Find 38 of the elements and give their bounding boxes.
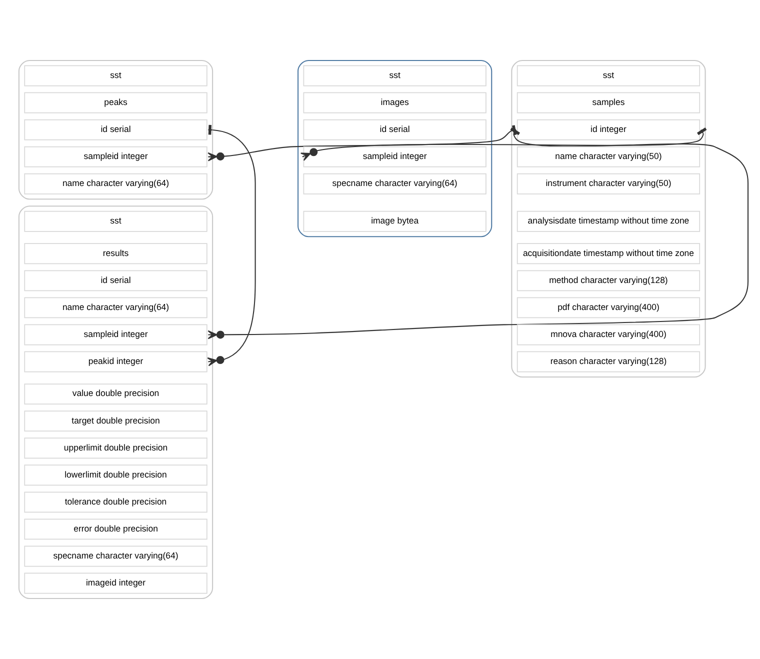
node-box: results: [24, 243, 208, 264]
node-box: peakid integer: [24, 351, 208, 372]
node-box: id integer: [516, 119, 700, 140]
node-box: method character varying(128): [516, 270, 700, 292]
cluster: [298, 60, 492, 238]
node-box: imageid integer: [24, 572, 208, 594]
node-box: peaks: [24, 92, 208, 114]
node-box: name character varying(50): [516, 146, 700, 168]
node-box: value double precision: [24, 384, 208, 404]
node-box: id serial: [24, 119, 208, 140]
node-box: reason character varying(128): [516, 351, 700, 372]
node-box: sampleid integer: [24, 324, 208, 346]
node-box: tolerance double precision: [24, 492, 208, 513]
node-box: analysisdate timestamp without time zone: [516, 210, 700, 232]
node-box: id serial: [303, 119, 486, 140]
node-box: sst: [24, 210, 208, 232]
node-box: error double precision: [24, 518, 208, 540]
node-box: name character varying(64): [24, 297, 208, 318]
node-box: instrument character varying(50): [516, 173, 700, 194]
node-box: id serial: [24, 270, 208, 292]
node-box: name character varying(64): [24, 173, 208, 194]
node-box: images: [303, 92, 486, 114]
connector: [207, 124, 256, 366]
node-box: target double precision: [24, 410, 208, 432]
node-box: pdf character varying(400): [516, 297, 700, 318]
node-box: specname character varying(64): [24, 546, 208, 567]
node-box: acquisitiondate timestamp without time zone: [516, 243, 700, 264]
node-box: sampleid integer: [24, 146, 208, 168]
node-box: samples: [516, 92, 700, 114]
node-box: sst: [516, 65, 700, 86]
node-box: specname character varying(64): [303, 173, 486, 194]
node-box: lowerlimit double precision: [24, 464, 208, 486]
node-box: mnova character varying(400): [516, 324, 700, 346]
node-box: upperlimit double precision: [24, 438, 208, 459]
node-box: sst: [303, 65, 486, 86]
node-box: image bytea: [303, 210, 486, 232]
cluster: [18, 206, 214, 600]
node-box: sst: [24, 65, 208, 86]
